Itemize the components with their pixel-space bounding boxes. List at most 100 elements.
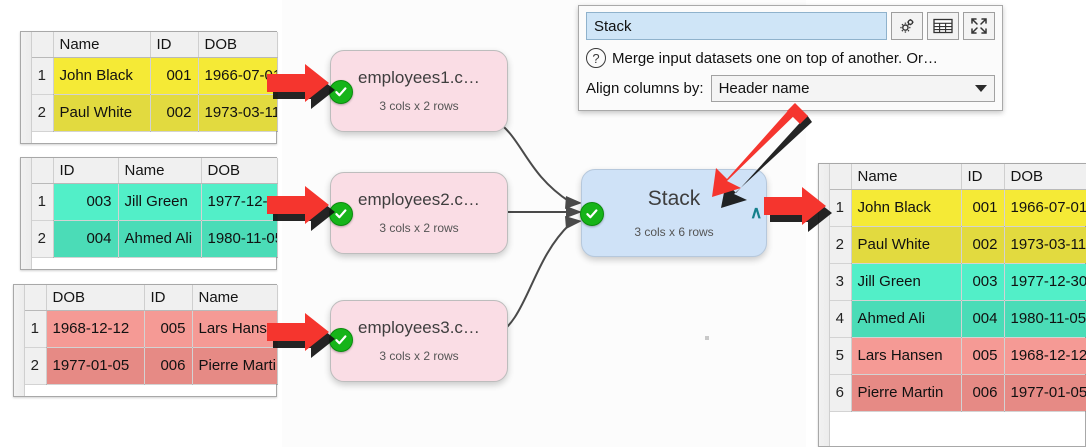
flow-node-title: Stack	[647, 187, 701, 211]
cell-dob[interactable]: 1977-12-30	[1004, 263, 1086, 301]
table-row[interactable]: 1 003 Jill Green 1977-12-30	[31, 183, 278, 221]
column-header[interactable]: Name	[851, 164, 962, 190]
cell-name[interactable]: Lars Hansen	[851, 337, 962, 375]
cell-id[interactable]: 003	[961, 263, 1005, 301]
cell-dob[interactable]: 1966-07-01	[198, 57, 278, 95]
table-row[interactable]: 2 004 Ahmed Ali 1980-11-05	[31, 220, 278, 258]
cell-name[interactable]: Jill Green	[118, 183, 202, 221]
settings-gear-icon[interactable]	[891, 12, 923, 40]
table-row[interactable]: 1 John Black 001 1966-07-01	[31, 57, 278, 95]
employees3-table[interactable]: DOB ID Name 1 1968-12-12 005 Lars Hansen…	[13, 284, 278, 397]
table-view-icon[interactable]	[927, 12, 959, 40]
align-columns-select[interactable]: Header name	[710, 75, 995, 102]
cell-id[interactable]: 002	[150, 94, 199, 132]
flow-node-output-port[interactable]: ∧	[750, 203, 763, 222]
corner-cell	[31, 32, 54, 58]
column-header[interactable]: ID	[144, 285, 193, 311]
cell-dob[interactable]: 1968-12-12	[46, 310, 145, 348]
cell-id[interactable]: 006	[144, 347, 193, 385]
cell-name[interactable]: Paul White	[851, 226, 962, 264]
cell-dob[interactable]: 1977-01-05	[46, 347, 145, 385]
row-number: 4	[829, 300, 852, 338]
cell-dob[interactable]: 1973-03-11	[198, 94, 278, 132]
flow-node-title: employees1.c…	[358, 67, 480, 87]
flow-node-stack[interactable]: Stack 3 cols x 6 rows	[581, 169, 767, 257]
row-number: 3	[829, 263, 852, 301]
stack-settings-panel[interactable]: Stack	[578, 5, 1003, 111]
corner-cell	[31, 158, 54, 184]
row-number: 5	[829, 337, 852, 375]
row-number: 2	[31, 94, 54, 132]
table-scrollbar[interactable]	[21, 158, 32, 269]
table-row[interactable]: 2 Paul White 002 1973-03-11	[31, 94, 278, 132]
column-header[interactable]: DOB	[46, 285, 145, 311]
column-header[interactable]: DOB	[1004, 164, 1086, 190]
cell-id[interactable]: 005	[144, 310, 193, 348]
table-header-row: DOB ID Name	[24, 285, 278, 311]
column-header[interactable]: DOB	[201, 158, 278, 184]
table-scrollbar[interactable]	[14, 285, 25, 396]
column-header[interactable]: Name	[118, 158, 202, 184]
cell-id[interactable]: 002	[961, 226, 1005, 264]
cell-id[interactable]: 003	[53, 183, 119, 221]
status-ok-icon	[329, 80, 353, 104]
employees2-table[interactable]: ID Name DOB 1 003 Jill Green 1977-12-30 …	[20, 157, 278, 270]
cell-name[interactable]: John Black	[851, 189, 962, 227]
column-header[interactable]: ID	[150, 32, 199, 58]
table-row[interactable]: 3 Jill Green 003 1977-12-30	[829, 263, 1086, 301]
table-row[interactable]: 1 John Black 001 1966-07-01	[829, 189, 1086, 227]
corner-cell	[829, 164, 852, 190]
cell-name[interactable]: Ahmed Ali	[118, 220, 202, 258]
cell-dob[interactable]: 1973-03-11	[1004, 226, 1086, 264]
cell-dob[interactable]: 1980-11-05	[201, 220, 278, 258]
cell-dob[interactable]: 1980-11-05	[1004, 300, 1086, 338]
flow-node-employees2[interactable]: employees2.c… 3 cols x 2 rows	[330, 172, 508, 254]
cell-name[interactable]: John Black	[53, 57, 151, 95]
cell-id[interactable]: 004	[961, 300, 1005, 338]
flow-node-title: employees3.c…	[358, 317, 480, 337]
table-row[interactable]: 2 Paul White 002 1973-03-11	[829, 226, 1086, 264]
stack-output-table[interactable]: Name ID DOB 1 John Black 001 1966-07-01 …	[818, 163, 1086, 447]
canvas-dot	[705, 336, 709, 340]
cell-name[interactable]: Jill Green	[851, 263, 962, 301]
table-row[interactable]: 4 Ahmed Ali 004 1980-11-05	[829, 300, 1086, 338]
help-icon[interactable]: ?	[586, 48, 606, 68]
table-row[interactable]: 2 1977-01-05 006 Pierre Martin	[24, 347, 278, 385]
cell-dob[interactable]: 1966-07-01	[1004, 189, 1086, 227]
cell-name[interactable]: Ahmed Ali	[851, 300, 962, 338]
column-header[interactable]: Name	[192, 285, 278, 311]
row-number: 1	[31, 57, 54, 95]
cell-id[interactable]: 001	[150, 57, 199, 95]
cell-id[interactable]: 005	[961, 337, 1005, 375]
cell-dob[interactable]: 1977-12-30	[201, 183, 278, 221]
cell-name[interactable]: Pierre Martin	[192, 347, 278, 385]
table-row[interactable]: 5 Lars Hansen 005 1968-12-12	[829, 337, 1086, 375]
cell-id[interactable]: 004	[53, 220, 119, 258]
table-scrollbar[interactable]	[819, 164, 830, 446]
flow-node-subtitle: 3 cols x 2 rows	[379, 349, 459, 364]
align-columns-label: Align columns by:	[586, 80, 704, 97]
flow-node-title: employees2.c…	[358, 189, 480, 209]
flow-node-employees3[interactable]: employees3.c… 3 cols x 2 rows	[330, 300, 508, 382]
column-header[interactable]: DOB	[198, 32, 278, 58]
cell-id[interactable]: 006	[961, 374, 1005, 412]
cell-name[interactable]: Paul White	[53, 94, 151, 132]
flow-node-employees1[interactable]: employees1.c… 3 cols x 2 rows	[330, 50, 508, 132]
cell-name[interactable]: Lars Hansen	[192, 310, 278, 348]
node-name-input[interactable]: Stack	[586, 12, 887, 40]
table-scrollbar[interactable]	[21, 32, 32, 143]
cell-dob[interactable]: 1977-01-05	[1004, 374, 1086, 412]
row-number: 2	[24, 347, 47, 385]
cell-dob[interactable]: 1968-12-12	[1004, 337, 1086, 375]
expand-icon[interactable]	[963, 12, 995, 40]
row-number: 6	[829, 374, 852, 412]
column-header[interactable]: ID	[961, 164, 1005, 190]
chevron-down-icon	[975, 85, 987, 92]
column-header[interactable]: ID	[53, 158, 119, 184]
employees1-table[interactable]: Name ID DOB 1 John Black 001 1966-07-01 …	[20, 31, 278, 144]
column-header[interactable]: Name	[53, 32, 151, 58]
cell-name[interactable]: Pierre Martin	[851, 374, 962, 412]
cell-id[interactable]: 001	[961, 189, 1005, 227]
table-row[interactable]: 1 1968-12-12 005 Lars Hansen	[24, 310, 278, 348]
table-row[interactable]: 6 Pierre Martin 006 1977-01-05	[829, 374, 1086, 412]
